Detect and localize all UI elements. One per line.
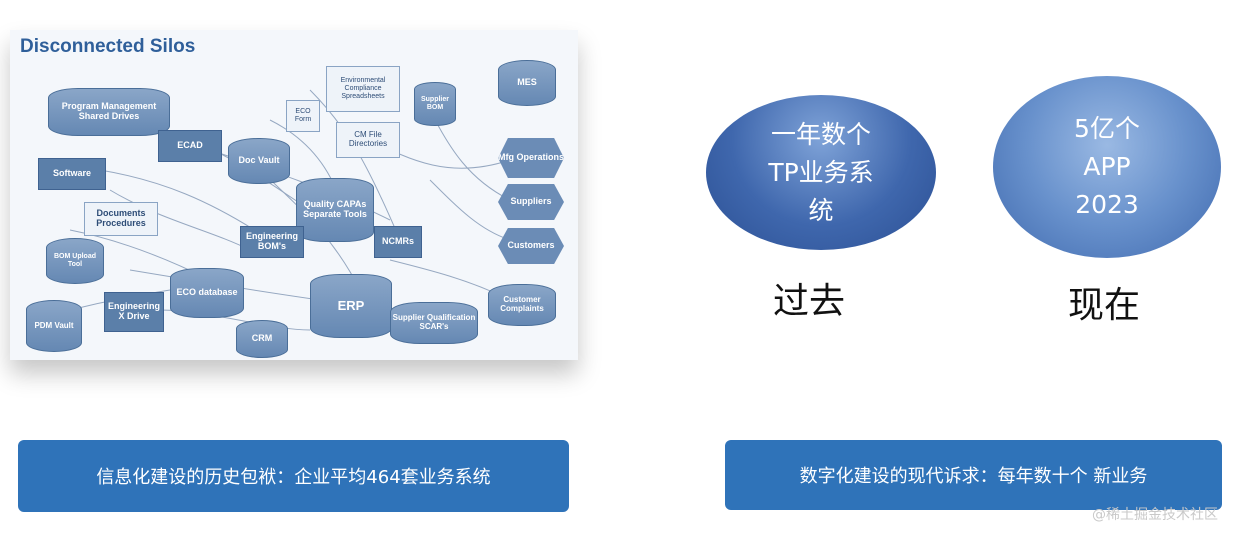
software-node: Software xyxy=(38,158,106,190)
present-ellipse-line-1: 5亿个 xyxy=(1074,114,1140,143)
quality-capas-node: Quality CAPAs Separate Tools xyxy=(296,178,374,242)
present-caption: 现在 xyxy=(1068,285,1141,326)
ecad-node: ECAD xyxy=(158,130,222,162)
engineering-x-drive-node: Engineering X Drive xyxy=(104,292,164,332)
disconnected-silos-diagram: Disconnected Silos Program Management Sh… xyxy=(10,30,578,360)
eco-form-node: ECO Form xyxy=(286,100,320,132)
program-management-node: Program Management Shared Drives xyxy=(48,88,170,136)
cm-file-directories-node: CM File Directories xyxy=(336,122,400,158)
engineering-boms-node: Engineering BOM's xyxy=(240,226,304,258)
mfg-operations-node: Mfg Operations xyxy=(498,138,564,178)
past-ellipse: 一年数个 TP业务系 统 xyxy=(706,95,936,250)
documents-procedures-node: Documents Procedures xyxy=(84,202,158,236)
crm-node: CRM xyxy=(236,320,288,358)
present-ellipse-line-2: APP xyxy=(1083,152,1131,181)
history-burden-banner: 信息化建设的历史包袱：企业平均464套业务系统 xyxy=(18,440,569,512)
history-burden-text: 信息化建设的历史包袱：企业平均464套业务系统 xyxy=(96,467,491,488)
past-caption: 过去 xyxy=(773,281,846,322)
past-ellipse-line-1: 一年数个 xyxy=(770,119,871,149)
past-ellipse-line-2: TP业务系 xyxy=(768,157,874,187)
erp-node: ERP xyxy=(310,274,392,338)
ncmrs-node: NCMRs xyxy=(374,226,422,258)
supplier-bom-node: Supplier BOM xyxy=(414,82,456,126)
customers-node: Customers xyxy=(498,228,564,264)
pdm-vault-node: PDM Vault xyxy=(26,300,82,352)
environmental-compliance-node: Environmental Compliance Spreadsheets xyxy=(326,66,400,112)
eco-database-node: ECO database xyxy=(170,268,244,318)
customer-complaints-node: Customer Complaints xyxy=(488,284,556,326)
supplier-qualification-node: Supplier Qualification SCAR's xyxy=(390,302,478,344)
modern-demand-text: 数字化建设的现代诉求：每年数十个 新业务 xyxy=(799,466,1148,487)
mes-node: MES xyxy=(498,60,556,106)
doc-vault-node: Doc Vault xyxy=(228,138,290,184)
present-ellipse: 5亿个 APP 2023 xyxy=(993,76,1221,258)
present-ellipse-line-3: 2023 xyxy=(1075,190,1139,219)
suppliers-node: Suppliers xyxy=(498,184,564,220)
diagram-title: Disconnected Silos xyxy=(20,36,196,57)
past-ellipse-line-3: 统 xyxy=(808,195,834,225)
watermark: @稀土掘金技术社区 xyxy=(1092,507,1218,523)
bom-upload-tool-node: BOM Upload Tool xyxy=(46,238,104,284)
modern-demand-banner: 数字化建设的现代诉求：每年数十个 新业务 xyxy=(725,440,1222,510)
